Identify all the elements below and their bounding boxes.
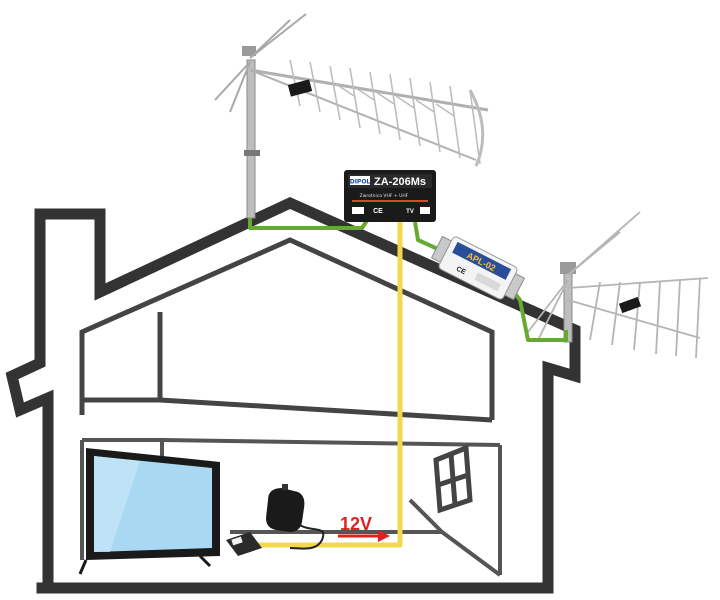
- combiner-ce: CE: [373, 208, 383, 215]
- combiner-tv: TV: [406, 209, 414, 215]
- amplifier-device: APL-02 CE: [430, 235, 526, 301]
- power-voltage-label: 12V: [340, 514, 372, 534]
- power-cable: [250, 218, 403, 548]
- secondary-antenna: [527, 211, 709, 359]
- room-interior: [80, 438, 502, 577]
- tv-icon: [78, 448, 220, 575]
- amplifier-ce: CE: [455, 266, 467, 277]
- combiner-sublabel: Zwrotnica VHF + UHF: [360, 193, 409, 199]
- power-adapter-icon: [266, 484, 305, 532]
- decoder-icon: [226, 532, 262, 556]
- power-indicator: 12V: [338, 514, 390, 542]
- adapter-lead: [289, 511, 325, 550]
- combiner-brand: DIPOL: [350, 179, 371, 186]
- attic-interior: [79, 237, 495, 423]
- window-icon: [433, 444, 473, 514]
- arrow-right-icon: [378, 530, 390, 542]
- combiner-model: ZA-206Ms: [374, 176, 426, 188]
- house-outline: [5, 196, 581, 594]
- combiner-box: DIPOL ZA-206Ms Zwrotnica VHF + UHF CE TV: [344, 170, 436, 222]
